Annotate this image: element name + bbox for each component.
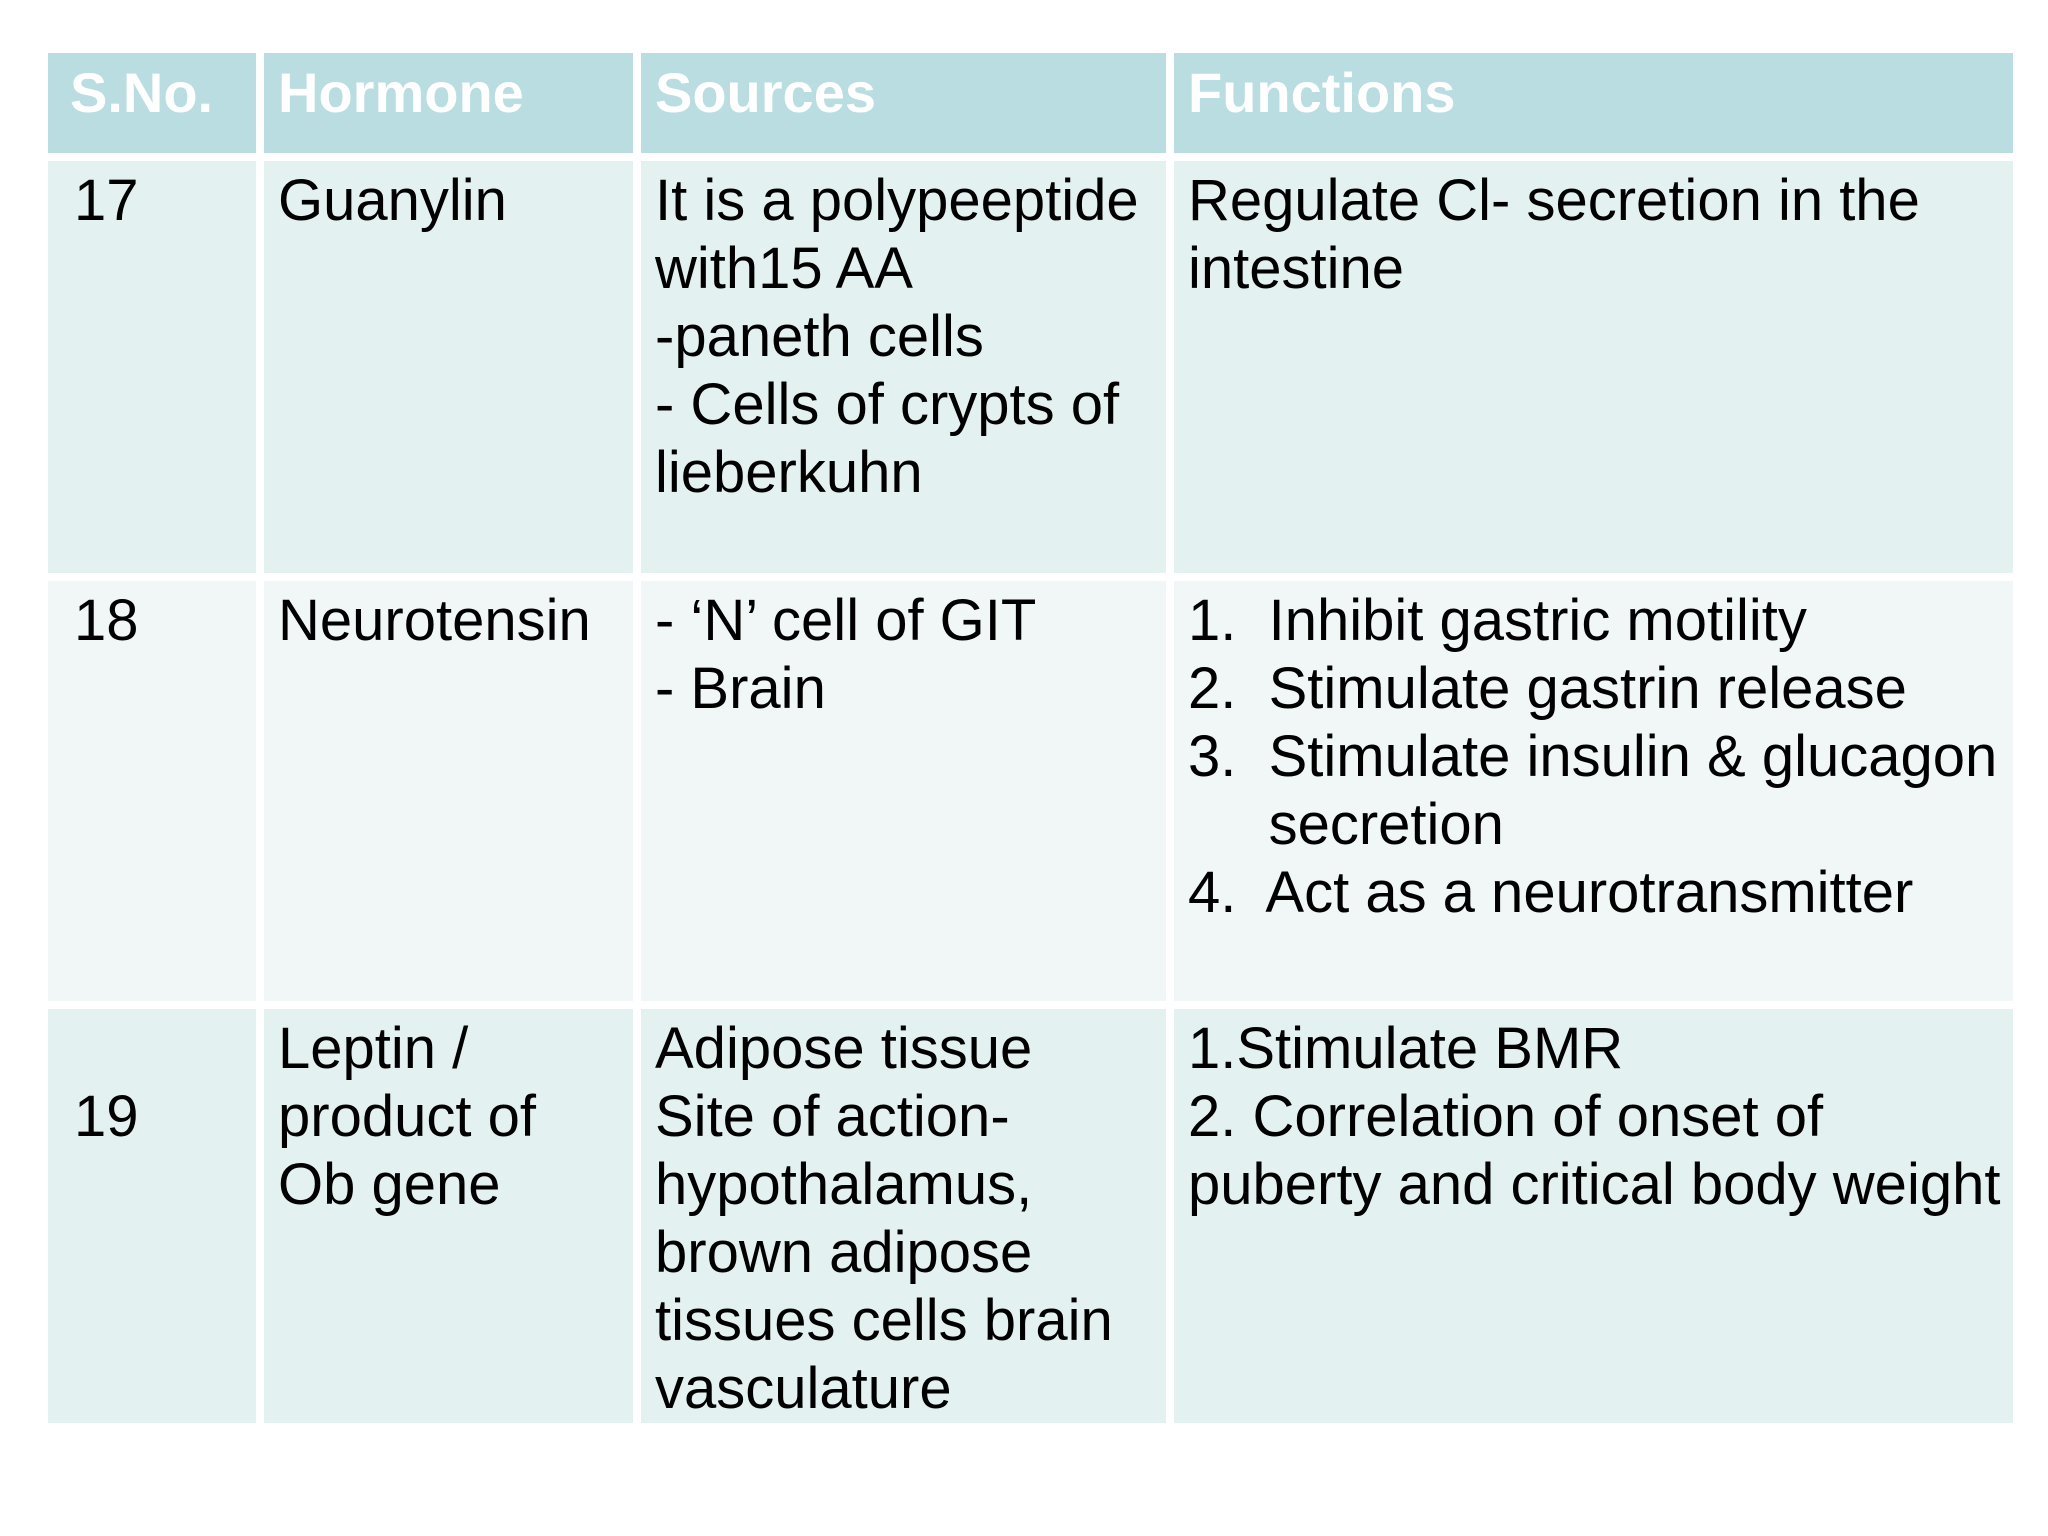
- text-line: -paneth cells: [655, 304, 984, 369]
- column-header-functions: Functions: [1170, 49, 2017, 157]
- column-header-sno: S.No.: [44, 49, 260, 157]
- text-line: Ob gene: [278, 1152, 501, 1217]
- text-line: - Brain: [655, 656, 826, 721]
- text-line: - Cells of crypts of: [655, 372, 1120, 437]
- text-line: Site of action-: [655, 1084, 1010, 1149]
- text-line: puberty and critical body weight: [1188, 1152, 2001, 1217]
- text-line: - ‘N’ cell of GIT: [655, 588, 1037, 653]
- text-line: 2. Correlation of onset of: [1188, 1084, 1824, 1149]
- text-line: Neurotensin: [278, 588, 591, 653]
- text-line: lieberkuhn: [655, 440, 923, 505]
- text-line: 3. Stimulate insulin & glucagon: [1188, 724, 1998, 789]
- cell-18-sources: - ‘N’ cell of GIT- Brain: [637, 577, 1170, 1005]
- text-line: Adipose tissue: [655, 1016, 1033, 1081]
- text-line: product of: [278, 1084, 536, 1149]
- text-line: 19: [74, 1084, 139, 1149]
- text-line: 1.Stimulate BMR: [1188, 1016, 1624, 1081]
- table-header-row: S.No. Hormone Sources Functions: [44, 49, 2017, 157]
- hormone-table: S.No. Hormone Sources Functions 17 Guany…: [44, 49, 2017, 1427]
- cell-18-sno: 18: [44, 577, 260, 1005]
- text-line: tissues cells brain: [655, 1288, 1113, 1353]
- text-line: 2. Stimulate gastrin release: [1188, 656, 1907, 721]
- cell-17-sno: 17: [44, 157, 260, 577]
- text-line: Leptin /: [278, 1016, 469, 1081]
- text-line: 18: [74, 588, 139, 653]
- column-header-sources: Sources: [637, 49, 1170, 157]
- text-line: with15 AA: [655, 236, 913, 301]
- text-line: 17: [74, 168, 139, 233]
- text-line: It is a polypeeptide: [655, 168, 1139, 233]
- text-line: 4. Act as a neurotransmitter: [1188, 860, 1914, 925]
- text-line: hypothalamus,: [655, 1152, 1033, 1217]
- text-line: 1. Inhibit gastric motility: [1188, 588, 1807, 653]
- text-line: vasculature: [655, 1356, 952, 1421]
- text-line: Guanylin: [278, 168, 507, 233]
- cell-19-sno: 19: [44, 1005, 260, 1427]
- text-line: secretion: [1188, 792, 1504, 857]
- text-line: brown adipose: [655, 1220, 1033, 1285]
- cell-18-hormone: Neurotensin: [260, 577, 637, 1005]
- column-header-hormone: Hormone: [260, 49, 637, 157]
- table-row-18: 18 Neurotensin - ‘N’ cell of GIT- Brain …: [44, 577, 2017, 1005]
- text-line: Regulate Cl- secretion in the: [1188, 168, 1920, 233]
- cell-17-hormone: Guanylin: [260, 157, 637, 577]
- text-line: intestine: [1188, 236, 1405, 301]
